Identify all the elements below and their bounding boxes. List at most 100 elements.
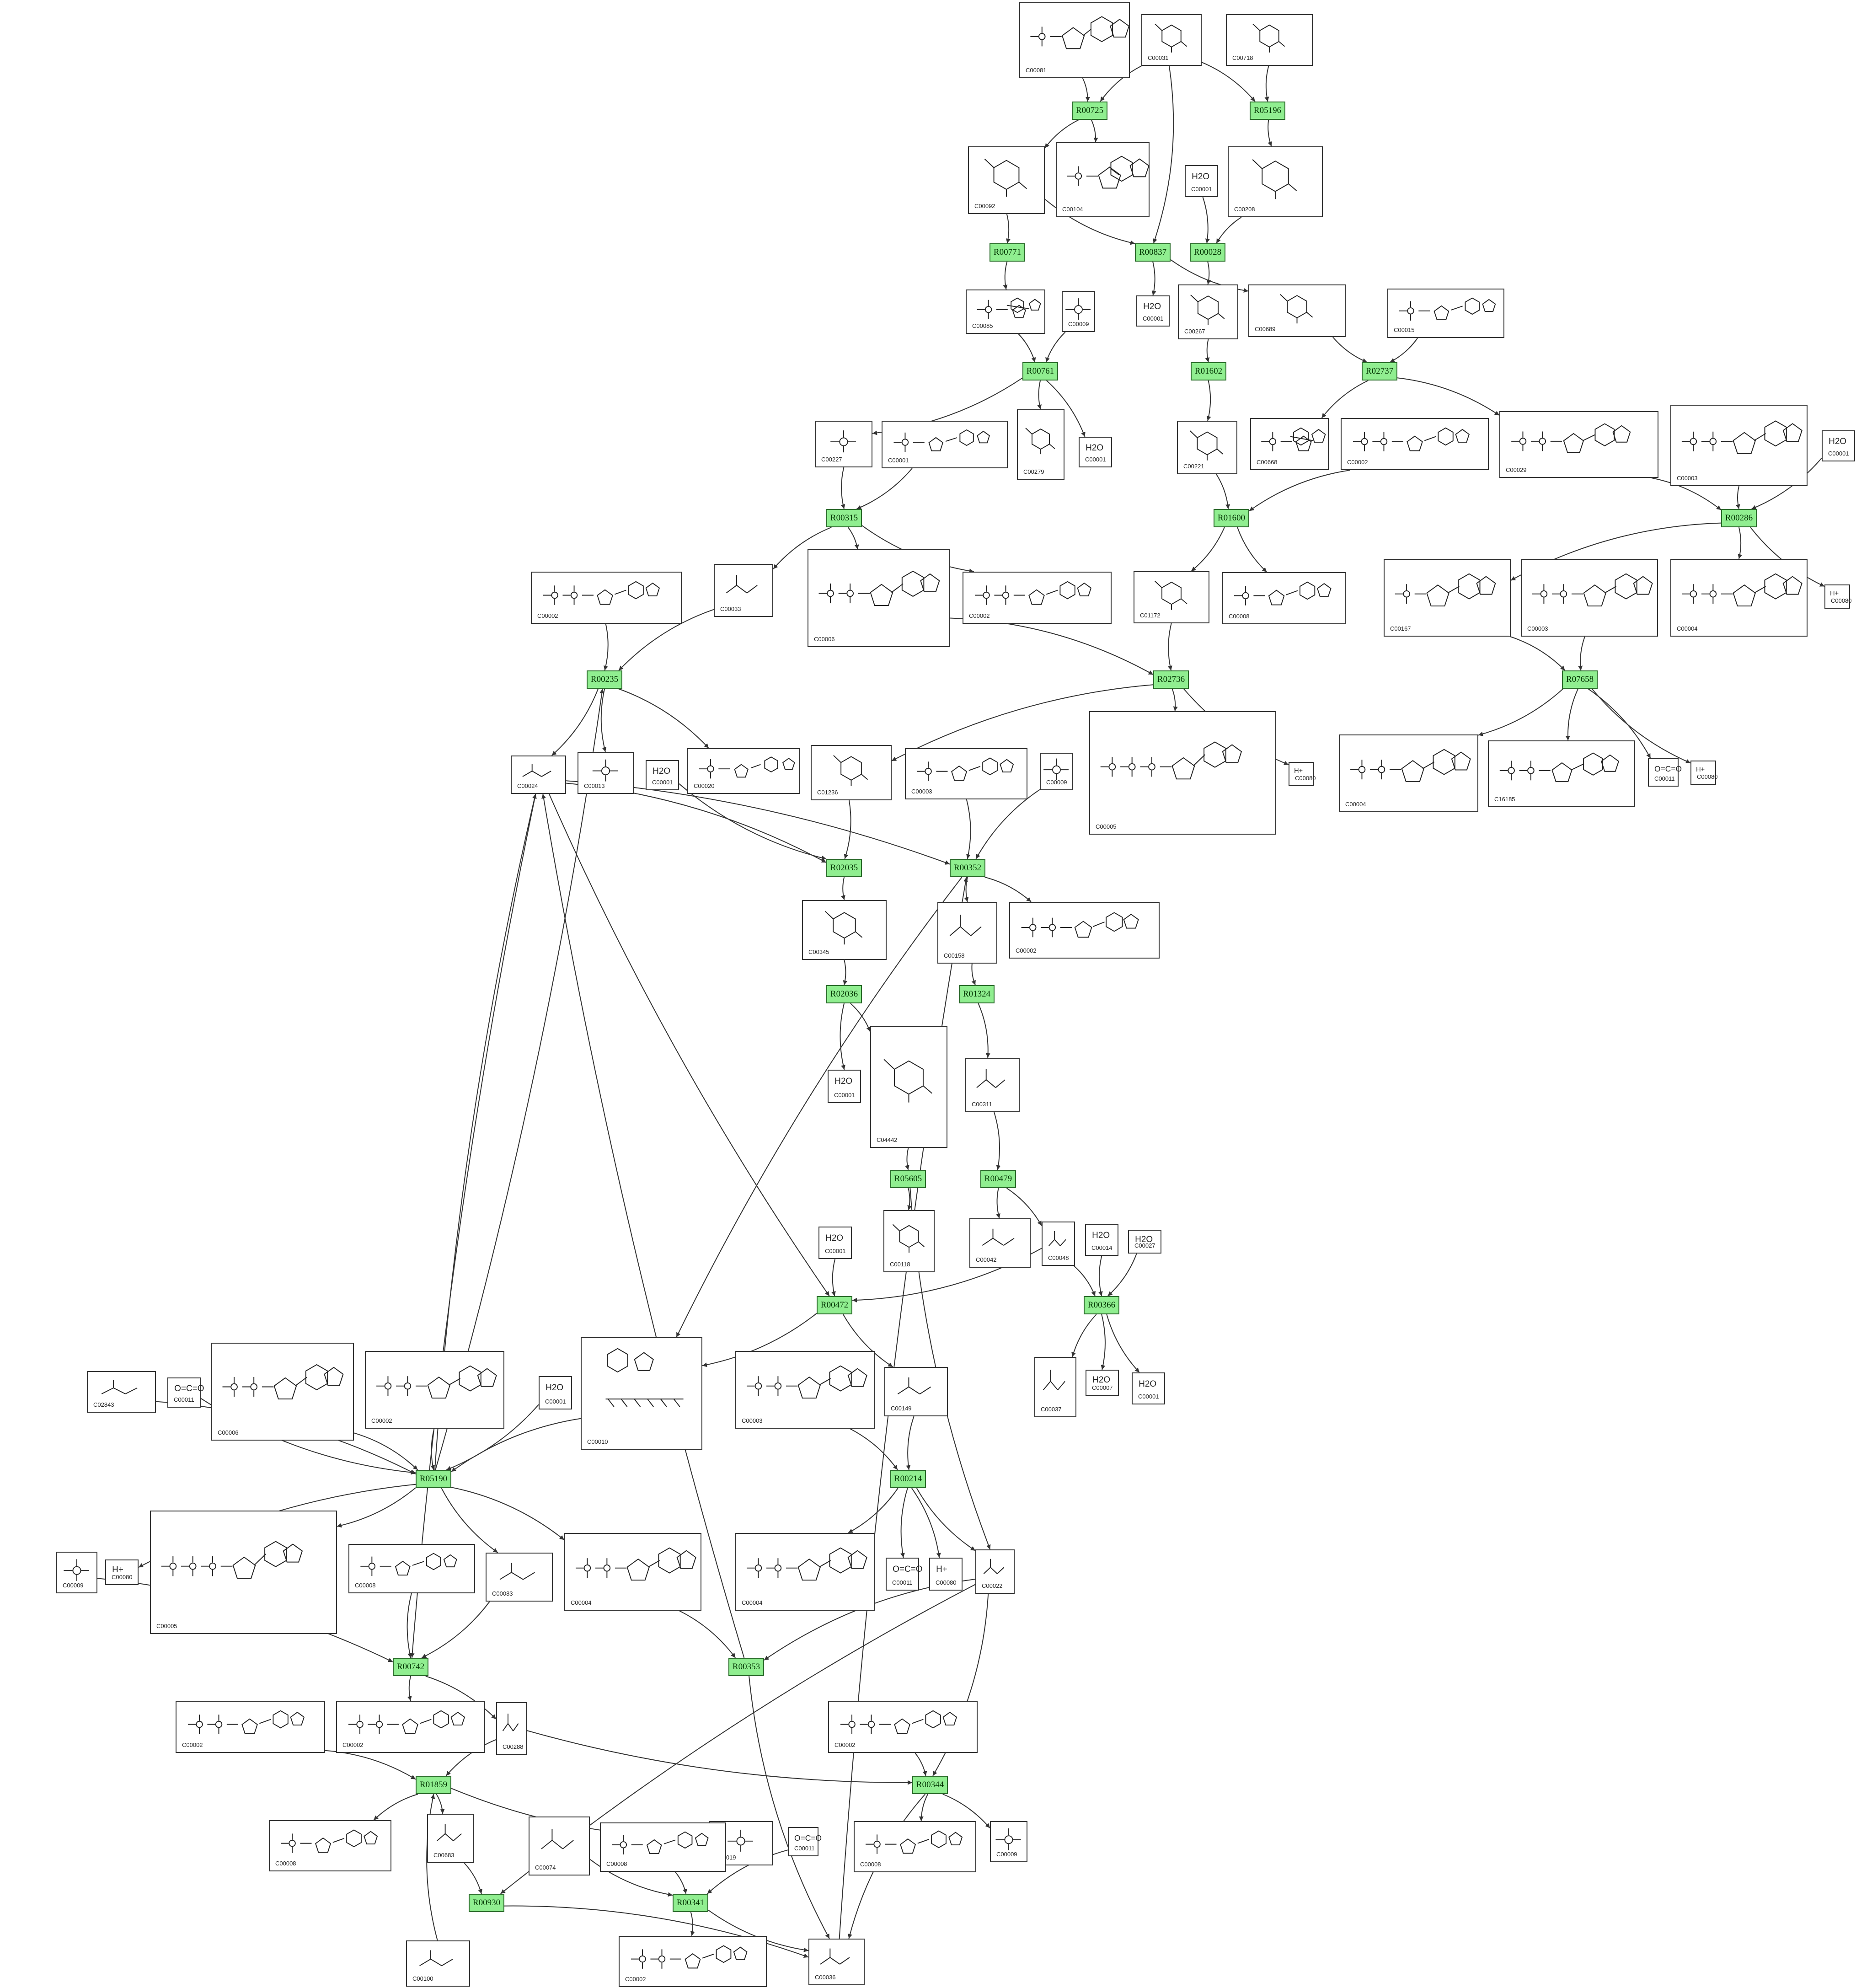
reaction-node[interactable]: R00366 bbox=[1084, 1296, 1119, 1314]
compound-node[interactable]: C16185 bbox=[1488, 740, 1635, 807]
compound-node[interactable]: C00033 bbox=[714, 564, 773, 617]
compound-node[interactable]: C00009 bbox=[990, 1821, 1027, 1862]
compound-node[interactable]: C00004 bbox=[1670, 559, 1808, 637]
reaction-node[interactable]: R01602 bbox=[1191, 362, 1226, 380]
compound-node[interactable]: C00085 bbox=[966, 289, 1045, 334]
compound-node[interactable]: C00008 bbox=[269, 1820, 391, 1871]
reaction-node[interactable]: R00315 bbox=[826, 509, 862, 527]
compound-node[interactable]: C00005 bbox=[1089, 711, 1276, 835]
reaction-node[interactable]: R00761 bbox=[1022, 362, 1058, 380]
reaction-node[interactable]: R00725 bbox=[1072, 102, 1107, 120]
compound-node[interactable]: C00100 bbox=[406, 1940, 470, 1987]
compound-node[interactable]: C00005 bbox=[150, 1511, 337, 1634]
compound-node[interactable]: C00083 bbox=[486, 1553, 553, 1602]
reaction-node[interactable]: R02036 bbox=[826, 985, 862, 1003]
reaction-node[interactable]: R01324 bbox=[959, 985, 995, 1003]
reaction-node[interactable]: R00214 bbox=[890, 1470, 926, 1488]
compound-node[interactable]: C00029 bbox=[1499, 411, 1658, 478]
compound-node[interactable]: C00013 bbox=[578, 752, 634, 794]
compound-node[interactable]: C00002 bbox=[531, 572, 682, 624]
compound-node[interactable]: H+C00080 bbox=[105, 1559, 139, 1585]
compound-node[interactable]: C00003 bbox=[905, 748, 1027, 799]
compound-node[interactable]: C00020 bbox=[687, 748, 800, 794]
reaction-node[interactable]: R00286 bbox=[1721, 509, 1757, 527]
compound-node[interactable]: C00167 bbox=[1384, 559, 1511, 637]
compound-node[interactable]: C00689 bbox=[1248, 284, 1346, 337]
compound-node[interactable]: C00009 bbox=[56, 1552, 97, 1593]
compound-node[interactable]: C00074 bbox=[529, 1817, 590, 1875]
compound-node[interactable]: C04442 bbox=[870, 1026, 947, 1148]
compound-node[interactable]: C00022 bbox=[975, 1549, 1015, 1594]
reaction-node[interactable]: R05196 bbox=[1250, 102, 1285, 120]
compound-node[interactable]: C00003 bbox=[735, 1351, 875, 1429]
compound-node[interactable]: C00004 bbox=[564, 1533, 701, 1611]
reaction-node[interactable]: R02035 bbox=[826, 859, 862, 877]
compound-node[interactable]: C00006 bbox=[211, 1343, 354, 1441]
compound-node[interactable]: C00048 bbox=[1042, 1222, 1075, 1266]
compound-node[interactable]: H+C00080 bbox=[1824, 584, 1852, 609]
compound-node[interactable]: C00037 bbox=[1034, 1357, 1076, 1417]
reaction-node[interactable]: R01859 bbox=[416, 1776, 451, 1794]
compound-node[interactable]: H+C00080 bbox=[929, 1558, 963, 1591]
compound-node[interactable]: C00227 bbox=[815, 421, 872, 467]
reaction-node[interactable]: R00771 bbox=[990, 243, 1025, 262]
compound-node[interactable]: C00010 bbox=[581, 1337, 702, 1450]
compound-node[interactable]: C00683 bbox=[427, 1814, 474, 1863]
compound-node[interactable]: C00024 bbox=[511, 756, 566, 794]
compound-node[interactable]: C00015 bbox=[1387, 289, 1504, 338]
compound-node[interactable]: C00118 bbox=[883, 1210, 935, 1272]
compound-node[interactable]: C00004 bbox=[1339, 734, 1478, 812]
compound-node[interactable]: C00208 bbox=[1228, 146, 1323, 217]
compound-node[interactable]: C00002 bbox=[176, 1701, 325, 1753]
reaction-node[interactable]: R00472 bbox=[817, 1296, 852, 1314]
reaction-node[interactable]: R00742 bbox=[393, 1658, 428, 1676]
compound-node[interactable]: C00221 bbox=[1177, 421, 1237, 474]
compound-node[interactable]: C00003 bbox=[1670, 405, 1808, 486]
reaction-node[interactable]: R05605 bbox=[890, 1170, 926, 1188]
compound-node[interactable]: C00006 bbox=[808, 549, 950, 647]
reaction-node[interactable]: R05190 bbox=[416, 1470, 451, 1488]
compound-node[interactable]: C00104 bbox=[1056, 142, 1150, 217]
compound-node[interactable]: H+C00080 bbox=[1690, 761, 1718, 785]
compound-node[interactable]: C00002 bbox=[336, 1701, 485, 1753]
compound-node[interactable]: C00008 bbox=[1222, 572, 1346, 624]
compound-node[interactable]: C00149 bbox=[884, 1367, 948, 1416]
compound-node[interactable]: C00003 bbox=[1521, 559, 1658, 637]
compound-node[interactable]: C00008 bbox=[600, 1822, 726, 1872]
compound-node[interactable]: C00008 bbox=[348, 1544, 475, 1593]
compound-node[interactable]: C00718 bbox=[1226, 14, 1313, 66]
compound-node[interactable]: C00002 bbox=[619, 1936, 767, 1987]
compound-node[interactable]: C00031 bbox=[1141, 14, 1202, 66]
reaction-node[interactable]: R02737 bbox=[1362, 362, 1397, 380]
compound-node[interactable]: C00002 bbox=[1009, 902, 1160, 959]
compound-node[interactable]: C00009 bbox=[1040, 753, 1073, 790]
reaction-node[interactable]: R00028 bbox=[1190, 243, 1225, 262]
compound-node[interactable]: C00288 bbox=[496, 1702, 527, 1755]
compound-node[interactable]: C00009 bbox=[1062, 291, 1095, 332]
compound-node[interactable]: C00008 bbox=[854, 1821, 976, 1872]
compound-node[interactable]: C00345 bbox=[802, 900, 887, 960]
compound-node[interactable]: C00001 bbox=[882, 421, 1008, 468]
reaction-node[interactable]: R00353 bbox=[728, 1658, 764, 1676]
compound-node[interactable]: C02843 bbox=[87, 1371, 156, 1413]
compound-node[interactable]: C00002 bbox=[963, 572, 1112, 624]
compound-node[interactable]: C00158 bbox=[937, 902, 997, 964]
compound-node[interactable]: C00092 bbox=[968, 146, 1045, 214]
compound-node[interactable]: C00002 bbox=[828, 1701, 978, 1753]
reaction-node[interactable]: R00352 bbox=[950, 859, 985, 877]
